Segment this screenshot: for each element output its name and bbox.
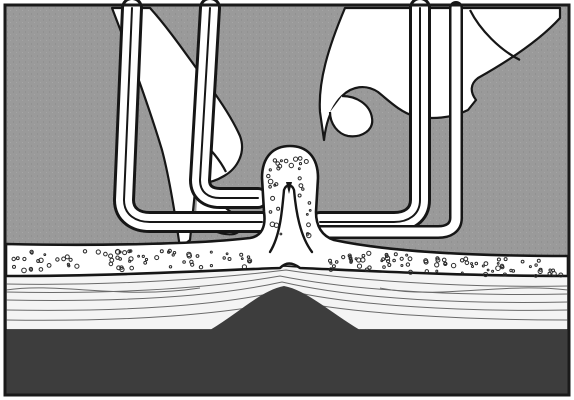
skinfold-caliper-illustration [0, 0, 574, 400]
